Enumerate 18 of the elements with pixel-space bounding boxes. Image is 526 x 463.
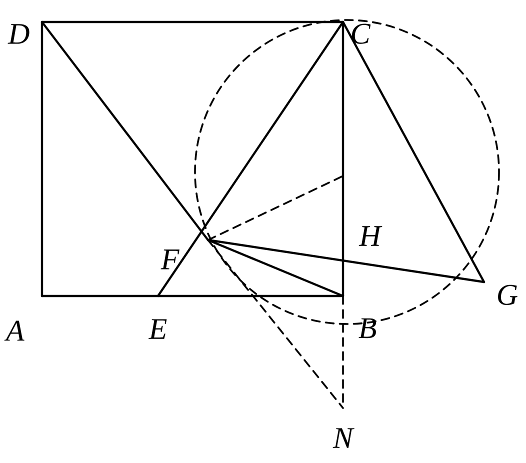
point-label: C: [352, 24, 371, 44]
line-segment: [40, 294, 344, 298]
point-label: G: [498, 284, 518, 306]
line-segment: [206, 238, 486, 284]
point-label: B: [358, 318, 376, 338]
point-label: N: [332, 428, 354, 448]
line-segment: [40, 20, 344, 24]
line-segment: [40, 20, 44, 298]
point-label: F: [160, 250, 180, 270]
point-label: A: [4, 320, 24, 341]
line-segment: [40, 20, 210, 242]
line-segment: [156, 20, 344, 298]
point-label: H: [358, 226, 382, 246]
point-label: E: [148, 319, 167, 339]
line-segment: [342, 20, 486, 284]
dashed-line: [207, 239, 344, 409]
dashed-line: [207, 175, 344, 241]
point-label: D: [8, 24, 30, 44]
